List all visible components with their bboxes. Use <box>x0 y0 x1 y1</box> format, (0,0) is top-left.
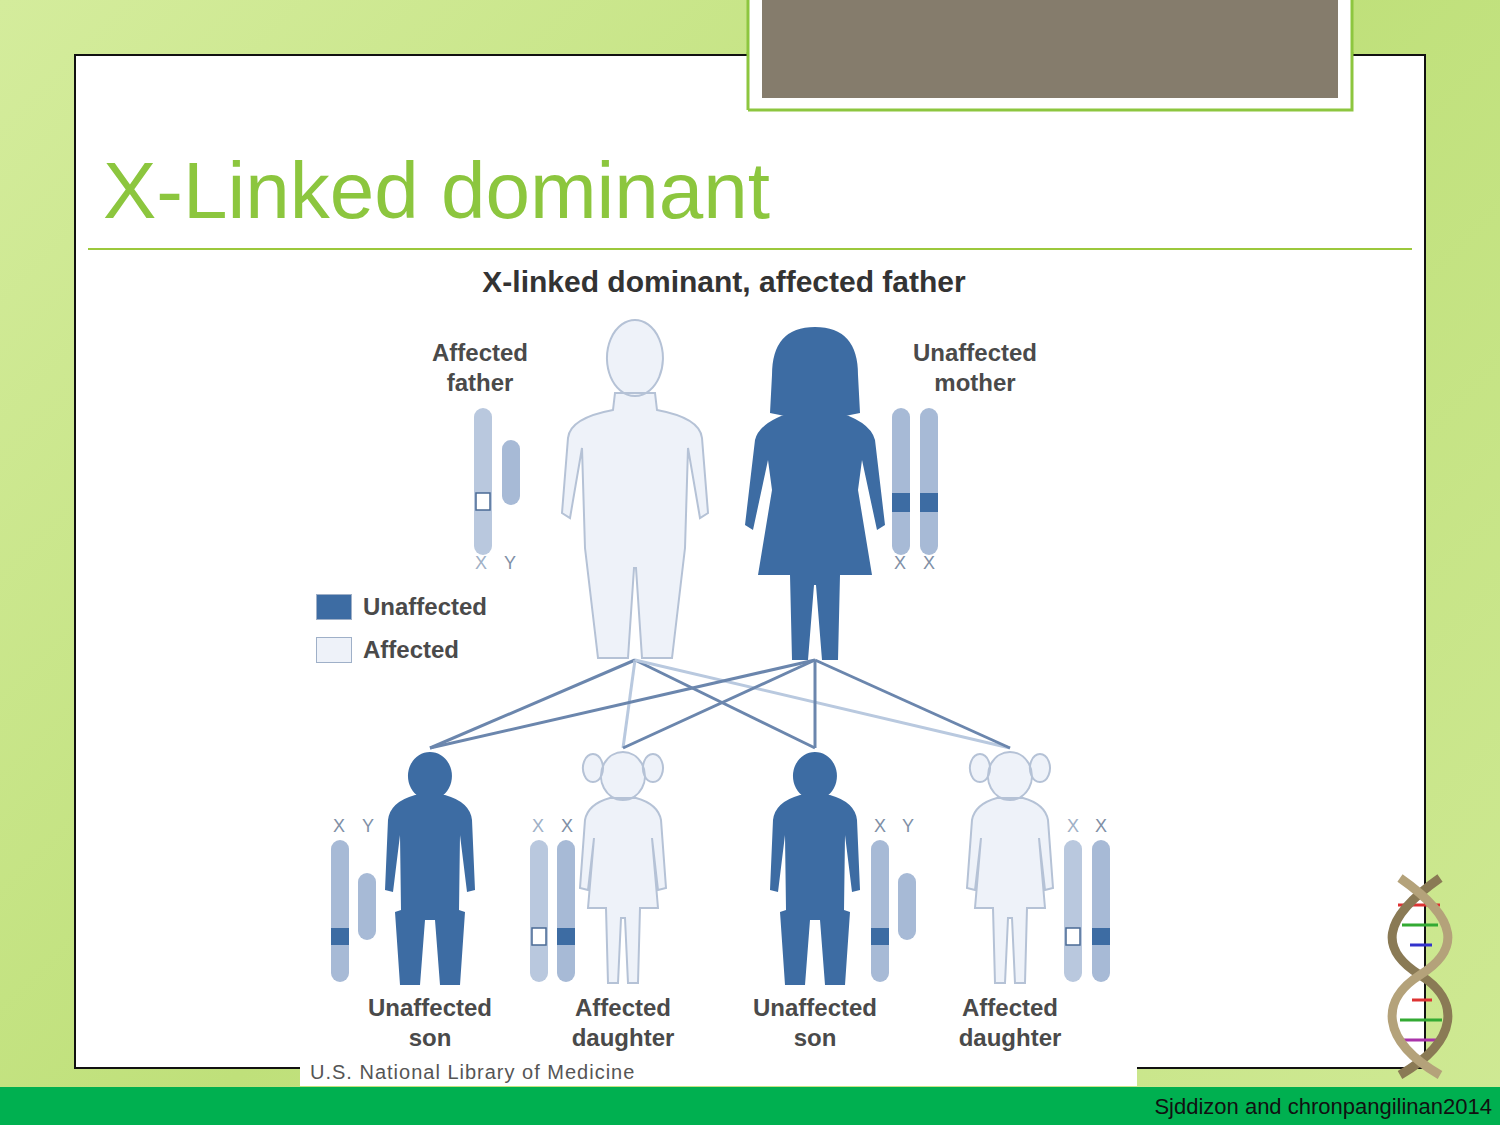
daughter-figure <box>580 752 666 983</box>
person-figure: Affected daughter <box>538 748 708 1057</box>
chromosome-label: X <box>919 553 939 575</box>
dna-icon <box>1392 878 1448 1075</box>
legend-row: Affected <box>316 635 459 665</box>
chromosome-label: X <box>557 816 577 838</box>
person-label: Unaffected son <box>730 993 900 1053</box>
chromosome-label: X <box>471 553 491 575</box>
chromosome-label: Y <box>898 816 918 838</box>
chromosome-label: X <box>870 816 890 838</box>
descent-line <box>430 660 635 748</box>
person-figure: Affected father <box>560 318 710 660</box>
person-label: Unaffected mother <box>890 338 1060 398</box>
chromosome-label: X <box>528 816 548 838</box>
footer-bar <box>0 1087 1500 1125</box>
daughter-figure <box>967 752 1053 983</box>
chromosome-label: X <box>1063 816 1083 838</box>
person-figure: Unaffected son <box>730 748 900 1057</box>
person-label: Unaffected son <box>345 993 515 1053</box>
chromosome-label: Y <box>358 816 378 838</box>
father-figure <box>562 320 708 658</box>
descent-line <box>430 660 815 748</box>
son-figure <box>385 752 475 985</box>
chromosome-label: X <box>329 816 349 838</box>
person-figure: Unaffected son <box>345 748 515 1057</box>
legend-swatch <box>316 637 352 663</box>
image-ground <box>300 250 1137 1086</box>
legend-row: Unaffected <box>316 592 487 622</box>
person-figure: Affected daughter <box>925 748 1095 1057</box>
person-label: Affected daughter <box>538 993 708 1053</box>
person-figure: Unaffected mother <box>740 325 890 660</box>
chromosomes <box>331 408 1110 982</box>
legend-swatch <box>316 594 352 620</box>
credit-text: U.S. National Library of Medicine <box>310 1060 810 1084</box>
slide-title: X-Linked dominant <box>103 145 770 237</box>
son-figure <box>770 752 860 985</box>
chromosome-label: X <box>1091 816 1111 838</box>
person-label: Affected daughter <box>925 993 1095 1053</box>
legend-text: Unaffected <box>363 593 487 621</box>
descent-line <box>815 660 1010 748</box>
title-rule <box>88 248 1412 250</box>
descent-line <box>814 660 817 748</box>
chromosome-label: X <box>890 553 910 575</box>
person-label: Affected father <box>410 338 550 398</box>
descent-line <box>623 660 815 748</box>
footer-text: Sjddizon and chronpangilinan2014 <box>992 1094 1492 1120</box>
mother-figure <box>745 327 885 660</box>
header-box <box>748 0 1352 110</box>
legend-text: Affected <box>363 636 459 664</box>
image-title: X-linked dominant, affected father <box>364 264 1084 300</box>
chromosome-label: Y <box>500 553 520 575</box>
descent-line <box>635 660 1010 748</box>
header-fill <box>762 0 1338 98</box>
